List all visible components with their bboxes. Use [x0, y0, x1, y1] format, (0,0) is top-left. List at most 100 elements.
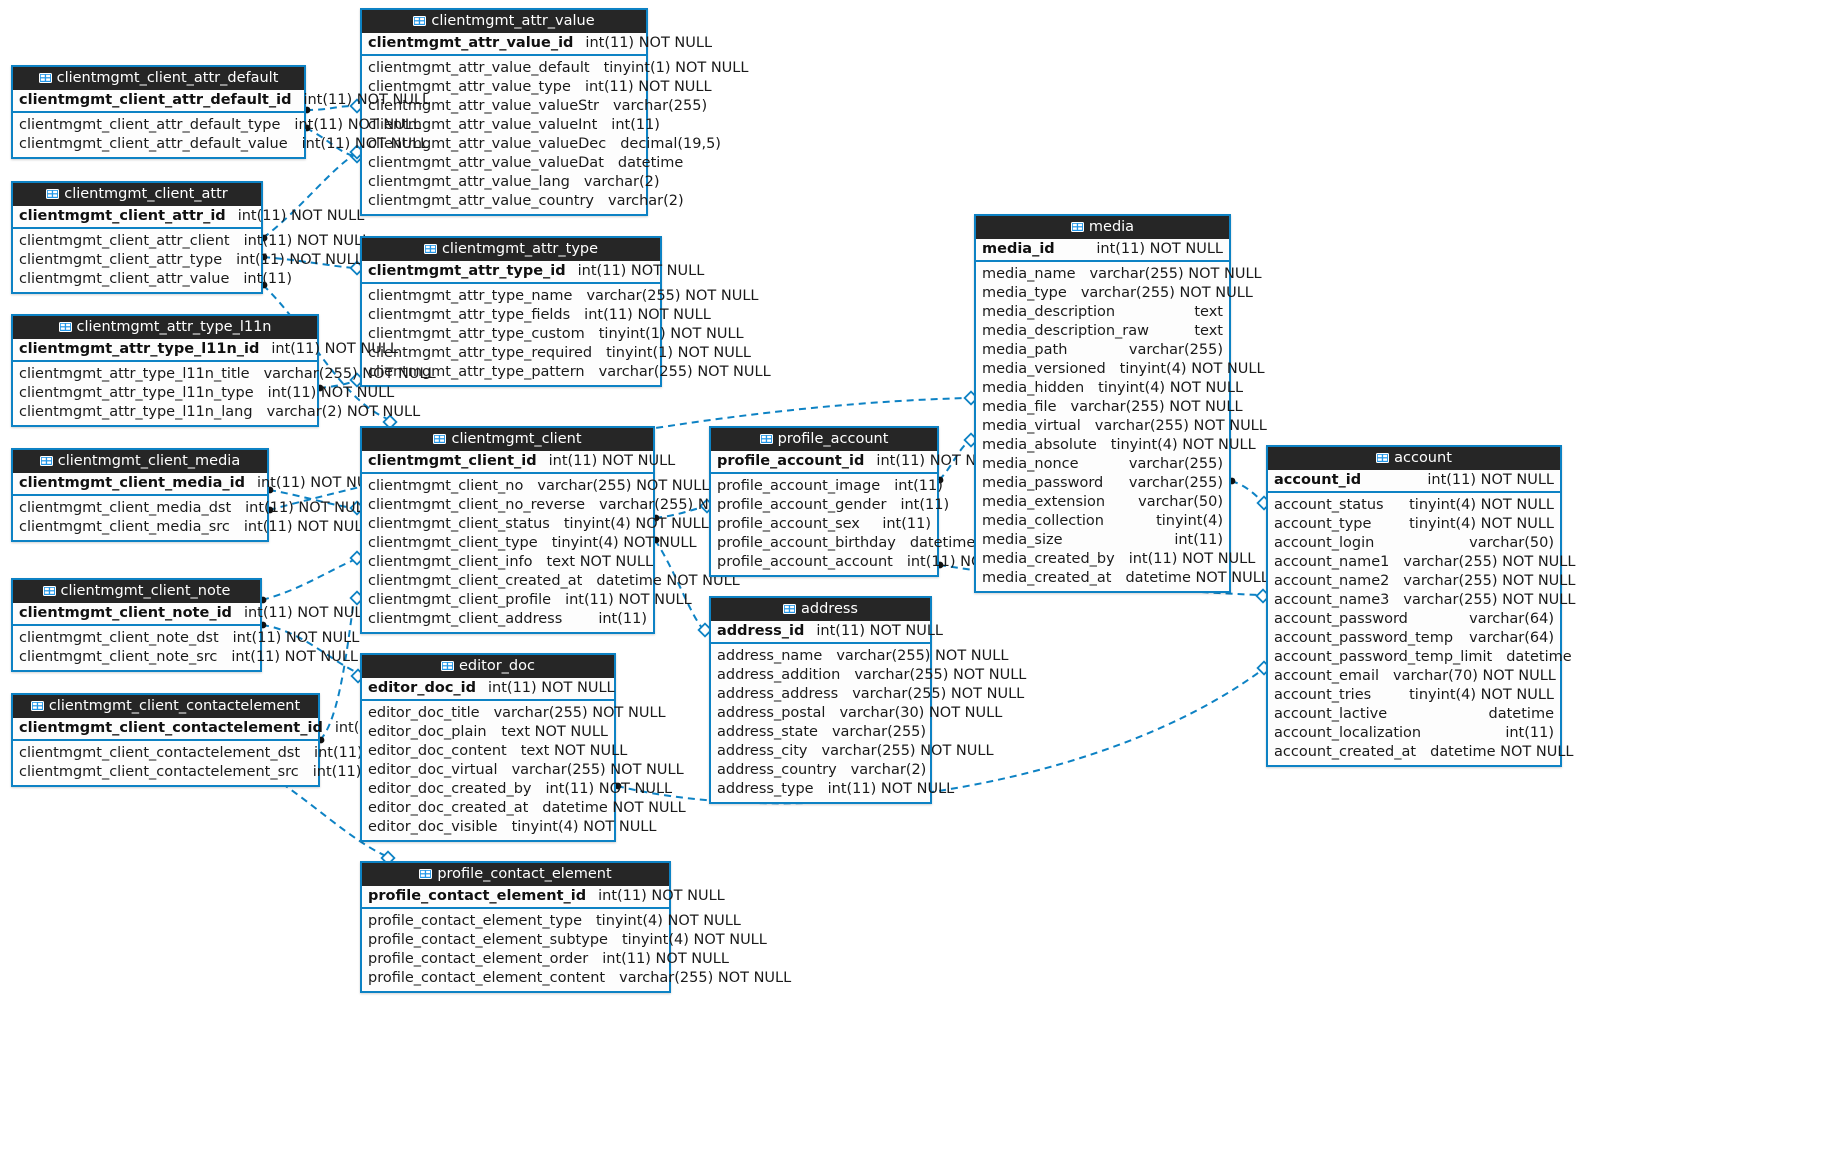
entity-table-clientmgmt_client_media[interactable]: clientmgmt_client_media clientmgmt_client…	[11, 448, 384, 542]
table-header-account[interactable]: account	[1268, 447, 1560, 470]
table-header-editor_doc[interactable]: editor_doc	[362, 655, 614, 678]
table-header-clientmgmt_client_attr_default[interactable]: clientmgmt_client_attr_default	[13, 67, 304, 90]
primary-key-row[interactable]: clientmgmt_client_contactelement_idint(1…	[13, 718, 461, 741]
table-header-profile_account[interactable]: profile_account	[711, 428, 937, 451]
table-header-clientmgmt_client_contactelement[interactable]: clientmgmt_client_contactelement	[13, 695, 318, 718]
table-header-clientmgmt_attr_type_l11n[interactable]: clientmgmt_attr_type_l11n	[13, 316, 317, 339]
relationship-rel-ca-value[interactable]	[260, 144, 365, 242]
table-header-media[interactable]: media	[976, 216, 1229, 239]
table-header-clientmgmt_attr_type[interactable]: clientmgmt_attr_type	[362, 238, 660, 261]
table-header-clientmgmt_client_media[interactable]: clientmgmt_client_media	[13, 450, 267, 473]
table-header-clientmgmt_client[interactable]: clientmgmt_client	[362, 428, 653, 451]
table-header-clientmgmt_client_note[interactable]: clientmgmt_client_note	[13, 580, 260, 603]
table-header-clientmgmt_client_attr[interactable]: clientmgmt_client_attr	[13, 183, 261, 206]
